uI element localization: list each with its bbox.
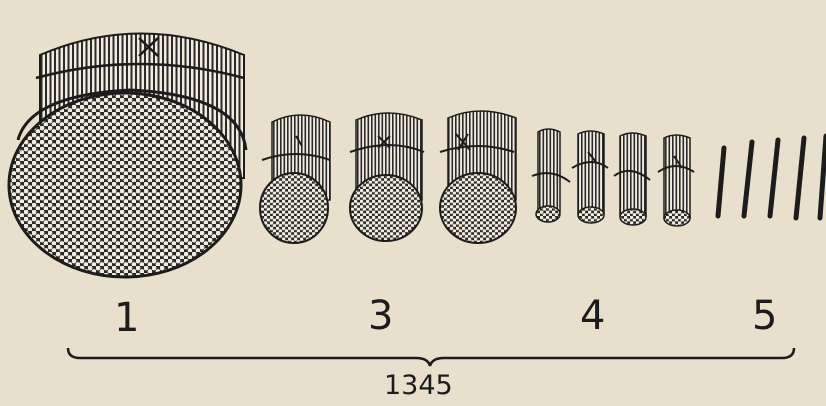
bundle-medium-2 bbox=[350, 113, 424, 241]
label-group-1: 1 bbox=[114, 298, 139, 338]
single-sticks bbox=[718, 136, 826, 218]
label-group-5: 5 bbox=[752, 296, 777, 336]
bundle-large bbox=[9, 34, 246, 278]
bundle-small-1 bbox=[532, 129, 570, 222]
bundle-small-4 bbox=[658, 135, 694, 226]
brace bbox=[68, 348, 794, 366]
bundle-medium-3 bbox=[440, 111, 516, 243]
bundle-small-3 bbox=[614, 133, 650, 225]
label-group-3: 3 bbox=[368, 296, 393, 336]
bundle-small-2 bbox=[572, 131, 608, 223]
bundle-medium-1 bbox=[260, 115, 330, 243]
label-total: 1345 bbox=[384, 372, 453, 399]
label-group-4: 4 bbox=[580, 296, 605, 336]
